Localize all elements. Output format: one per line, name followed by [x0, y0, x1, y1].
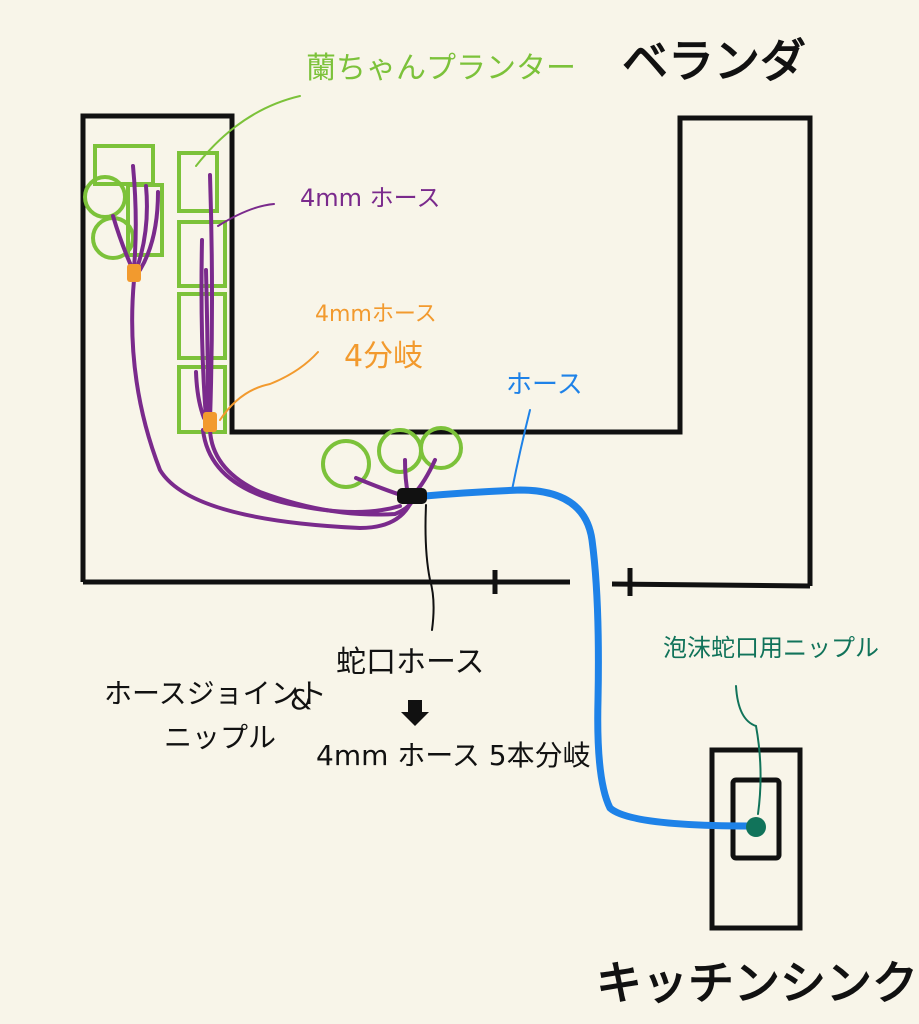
hose-4mm-a3	[135, 184, 149, 270]
kitchen-sink-label: キッチンシンク	[596, 956, 918, 1010]
faucet-nipple	[746, 817, 766, 837]
hose-4mm-b1	[208, 173, 214, 422]
leader-lines	[195, 95, 762, 815]
five-branch-label: 4mm ホース 5本分岐	[316, 739, 591, 772]
planter-a1	[93, 144, 155, 186]
branch-joints	[127, 264, 217, 432]
leader-faucet-hose	[424, 504, 435, 631]
leader-nipple	[735, 685, 762, 815]
joint-label-line1: ホースジョイント	[104, 677, 327, 710]
hose-4mm-b2	[199, 238, 208, 420]
veranda-bottom-wall-right	[611, 581, 811, 589]
planter-pot-c3	[419, 426, 463, 470]
planter-b1	[177, 151, 219, 213]
sink-basin	[730, 777, 782, 861]
leader-branch-4	[219, 351, 319, 421]
branch-4-label-line2: 4分岐	[344, 339, 424, 374]
planter-pot-c1	[321, 439, 371, 489]
hose-4mm-b4	[194, 370, 206, 420]
planter-pot-c2	[377, 428, 423, 474]
veranda-left-wall	[80, 113, 813, 586]
joint-label-line2: ニップル	[164, 721, 277, 754]
faucet-nipple-label: 泡沫蛇口用ニップル	[663, 634, 879, 662]
planter-label: 蘭ちゃんプランター	[306, 51, 576, 86]
branch-4-label-line1: 4mmホース	[315, 302, 437, 327]
hose-4mm-label: 4mm ホース	[300, 184, 441, 212]
hose-label: ホース	[506, 370, 583, 400]
hose-4mm-b3	[204, 268, 210, 420]
down-arrow-icon	[401, 700, 429, 726]
leader-planter	[195, 95, 301, 167]
hose-4mm-trunk-a	[130, 278, 414, 531]
hose-4mm-a4	[138, 190, 160, 272]
leader-hose-4mm	[217, 203, 275, 227]
faucet-hose-label: 蛇口ホース	[336, 645, 485, 680]
hose-4mm-a2	[131, 164, 138, 270]
branch-joint-b	[203, 412, 217, 432]
sink-counter	[709, 747, 803, 931]
main-hose	[421, 486, 754, 830]
veranda-label: ベランダ	[622, 34, 806, 88]
hose-4mm-trunk-c	[201, 428, 402, 514]
branch-joint-a	[127, 264, 141, 282]
hose-4mm-c1	[354, 476, 406, 498]
leader-hose	[511, 409, 531, 491]
planter-pot-a1	[83, 175, 127, 219]
ampersand-label: &	[290, 683, 312, 716]
hose-4mm-trunk-b	[208, 428, 416, 517]
faucet-joint	[397, 488, 427, 504]
kitchen-sink	[709, 747, 803, 931]
